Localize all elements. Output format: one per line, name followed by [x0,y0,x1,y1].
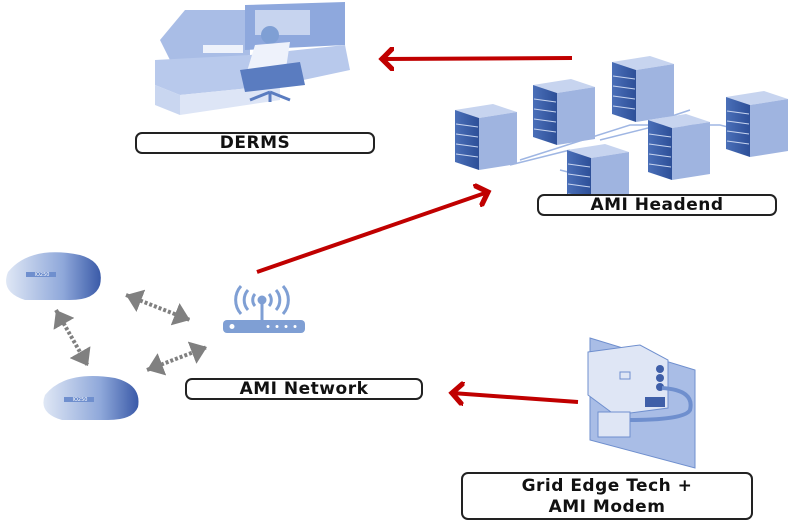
arrow-gridedge-to-network [452,393,579,402]
smart-meter-icon: IO250 [43,376,139,420]
ami-network-label: AMI Network [185,378,423,400]
derms-label: DERMS [135,132,375,154]
server-icon [648,114,710,180]
server-icon [455,104,517,170]
grid-edge-device-icon [587,337,696,469]
server-icon [533,79,595,145]
ami-headend-label: AMI Headend [537,194,777,216]
ami-headend-servers-icon [455,56,788,210]
link-meter1-router [125,289,191,326]
arrow-headend-to-derms [382,58,573,59]
meter-label: IO250 [35,272,50,278]
grid-edge-label-line1: Grid Edge Tech + [521,476,693,496]
link-meter1-meter2 [53,309,91,367]
grid-edge-label-line2: AMI Modem [548,497,666,517]
derms-workstation-icon [155,2,350,115]
ami-network-router-icon [223,285,305,333]
grid-edge-label: Grid Edge Tech + AMI Modem [461,472,753,520]
smart-meter-icon: IO250 [6,252,101,300]
arrow-network-to-headend [256,192,488,274]
link-meter2-router [146,341,208,376]
server-icon [726,91,788,157]
meter-label: IO250 [73,397,88,403]
server-icon [612,56,674,122]
